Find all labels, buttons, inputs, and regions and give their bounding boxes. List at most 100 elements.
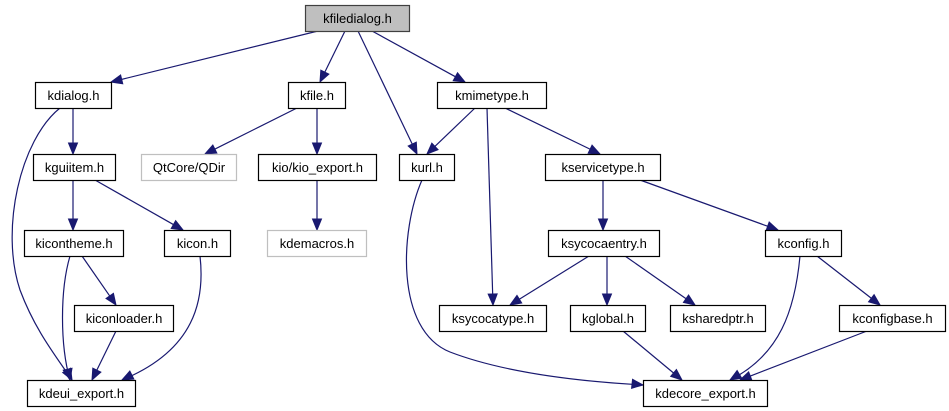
edge-kglobal-to-kdecore_export (622, 330, 684, 381)
arrowhead-icon (487, 293, 498, 307)
node-kglobal[interactable]: kglobal.h (569, 304, 647, 333)
arrowhead-icon (601, 293, 613, 307)
edge-kguiitem-to-kicon (94, 179, 185, 231)
arrowhead-icon (765, 221, 780, 232)
edge-kservicetype-to-kconfig (639, 179, 780, 232)
node-label: kiconloader.h (86, 311, 163, 326)
edge-kmimetype-to-ksycocatype (486, 107, 498, 307)
edge-ksycocaentry-to-ksycocatype (508, 255, 590, 306)
node-box (642, 379, 769, 408)
node-box (287, 81, 347, 110)
node-box (436, 81, 548, 110)
node-box (23, 229, 125, 258)
arrowhead-icon (587, 144, 602, 155)
edge-kguiitem-to-kicontheme (67, 180, 79, 232)
arrowhead-icon (630, 378, 645, 389)
node-kfiledialog[interactable]: kfiledialog.h (304, 4, 411, 33)
edge-kconfig-to-kconfigbase (816, 255, 882, 306)
arrowhead-icon (67, 218, 79, 232)
node-label: kdeui_export.h (39, 386, 124, 401)
edge-kmimetype-to-kservicetype (504, 107, 602, 155)
node-kconfig[interactable]: kconfig.h (764, 229, 843, 258)
edge-kio_export-to-kdemacros (311, 180, 323, 232)
node-kmimetype[interactable]: kmimetype.h (436, 81, 548, 110)
edges-layer (11, 30, 882, 389)
edge-kfiledialog-to-kmimetype (371, 30, 467, 83)
node-ksycocatype[interactable]: ksycocatype.h (438, 304, 548, 333)
edge-line (518, 255, 590, 301)
node-box (398, 153, 456, 182)
edge-line (639, 179, 769, 228)
node-label: ksycocatype.h (452, 311, 534, 326)
node-ksycocaentry[interactable]: ksycocaentry.h (547, 229, 661, 258)
node-label: ksharedptr.h (682, 311, 754, 326)
node-label: kguiitem.h (45, 160, 104, 175)
edge-kiconloader-to-kdeui_export (91, 330, 117, 382)
node-label: kicontheme.h (35, 236, 112, 251)
node-label: kglobal.h (582, 311, 634, 326)
arrowhead-icon (311, 218, 323, 232)
edge-ksycocaentry-to-ksharedptr (624, 255, 697, 306)
edge-line (61, 255, 71, 381)
arrowhead-icon (682, 294, 697, 306)
edge-line (121, 255, 202, 381)
arrowhead-icon (867, 293, 882, 306)
node-kio_export[interactable]: kio/kio_export.h (257, 153, 378, 182)
node-qdir: QtCore/QDir (140, 153, 238, 182)
edge-kfiledialog-to-kurl (357, 30, 418, 156)
node-kfile[interactable]: kfile.h (287, 81, 347, 110)
node-kicon[interactable]: kicon.h (163, 229, 232, 258)
edge-line (816, 255, 873, 300)
node-kiconloader[interactable]: kiconloader.h (73, 304, 175, 333)
edge-line (504, 107, 592, 151)
arrowhead-icon (203, 144, 218, 155)
arrowhead-icon (597, 218, 609, 232)
node-label: kio/kio_export.h (272, 160, 363, 175)
arrowhead-icon (67, 142, 79, 156)
arrowhead-icon (452, 71, 467, 83)
node-kguiitem[interactable]: kguiitem.h (32, 153, 117, 182)
node-ksharedptr[interactable]: ksharedptr.h (669, 304, 767, 333)
arrowhead-icon (120, 370, 135, 381)
node-label: kdialog.h (47, 88, 99, 103)
node-box (569, 304, 647, 333)
node-kurl[interactable]: kurl.h (398, 153, 456, 182)
node-kicontheme[interactable]: kicontheme.h (23, 229, 125, 258)
node-box (266, 229, 368, 258)
node-kdecore_export[interactable]: kdecore_export.h (642, 379, 769, 408)
node-label: QtCore/QDir (153, 160, 226, 175)
node-kservicetype[interactable]: kservicetype.h (544, 153, 662, 182)
edge-line (95, 330, 117, 372)
edge-kfile-to-qdir (203, 107, 298, 155)
arrowhead-icon (508, 294, 523, 306)
arrowhead-icon (105, 292, 117, 307)
edge-line (94, 179, 175, 226)
node-label: ksycocaentry.h (561, 236, 647, 251)
node-box (669, 304, 767, 333)
edge-kfile-to-kio_export (311, 108, 323, 156)
edge-kicon-to-kdeui_export (120, 255, 202, 381)
node-box (838, 304, 947, 333)
edge-line (120, 30, 319, 81)
arrowhead-icon (62, 367, 73, 382)
nodes-layer: kfiledialog.h kdialog.h kfile.h kmimetype.h… (23, 4, 947, 408)
edge-kfiledialog-to-kfile (319, 30, 346, 84)
edge-kurl-to-kdecore_export (405, 179, 645, 389)
node-label: kicon.h (177, 236, 218, 251)
node-kdeui_export[interactable]: kdeui_export.h (26, 379, 137, 408)
node-kconfigbase[interactable]: kconfigbase.h (838, 304, 947, 333)
arrowhead-icon (91, 367, 102, 382)
arrowhead-icon (426, 142, 439, 155)
node-kdialog[interactable]: kdialog.h (34, 81, 113, 110)
node-label: kfiledialog.h (323, 11, 392, 26)
edge-kservicetype-to-ksycocaentry (597, 180, 609, 232)
arrowhead-icon (109, 74, 124, 85)
edge-line (433, 107, 476, 148)
node-label: kurl.h (411, 160, 443, 175)
edge-kfiledialog-to-kdialog (109, 30, 319, 85)
edge-line (624, 255, 688, 300)
edge-line (11, 107, 73, 381)
arrowhead-icon (319, 69, 330, 84)
node-box (163, 229, 232, 258)
